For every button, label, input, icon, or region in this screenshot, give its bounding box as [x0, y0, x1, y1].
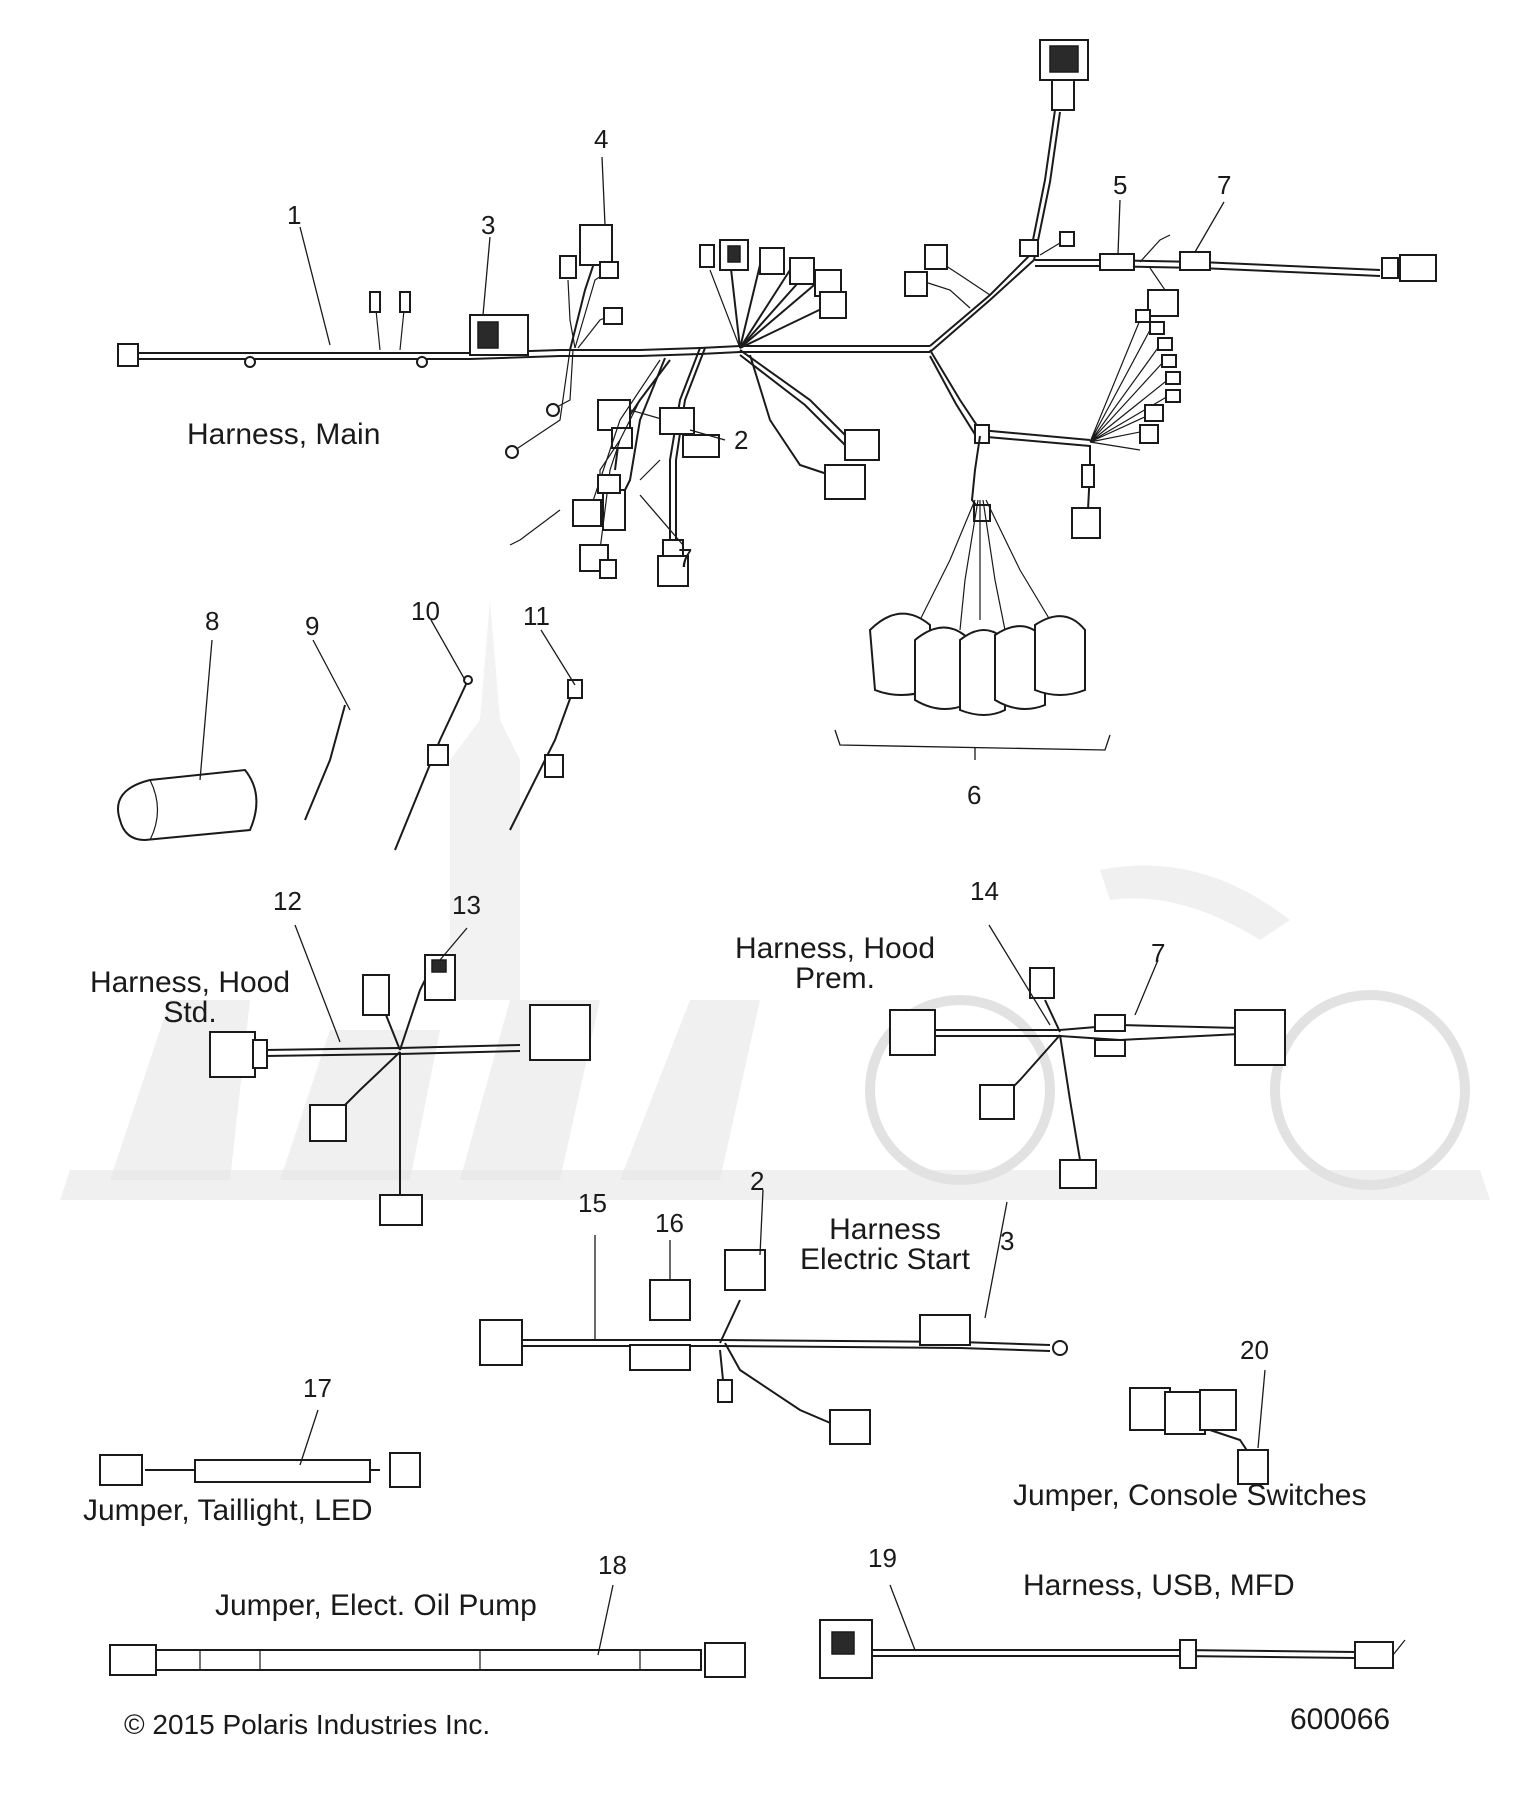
- caption-jumper-console: Jumper, Console Switches: [1013, 1479, 1367, 1512]
- caption-harness-hood-std: Harness, Hood Std.: [89, 966, 291, 1029]
- callout-6: 6: [967, 780, 982, 810]
- callout-18: 18: [598, 1550, 627, 1580]
- callout-7-top: 7: [1217, 170, 1232, 200]
- item-8-sleeve: [117, 768, 258, 842]
- item-11-cable-tie: [509, 679, 583, 831]
- harness-hood-prem: [889, 967, 1286, 1189]
- callout-8: 8: [205, 606, 220, 636]
- callout-7-main: 7: [678, 543, 693, 573]
- caption-harness-main: Harness, Main: [187, 418, 381, 451]
- callout-2-main: 2: [734, 425, 749, 455]
- copyright-text: © 2015 Polaris Industries Inc.: [124, 1709, 491, 1740]
- callout-20: 20: [1240, 1335, 1269, 1365]
- jumper-console: [1129, 1387, 1269, 1485]
- caption-harness-electric-start: Harness Electric Start: [799, 1213, 971, 1276]
- harness-usb: [819, 1619, 1406, 1679]
- callout-3-main: 3: [481, 210, 496, 240]
- harness-hood-std: [209, 954, 591, 1226]
- callout-14: 14: [970, 876, 999, 906]
- callout-3-start: 3: [1000, 1226, 1015, 1256]
- callout-12: 12: [273, 886, 302, 916]
- callout-15: 15: [578, 1188, 607, 1218]
- callout-19: 19: [868, 1543, 897, 1573]
- jumper-taillight: [99, 1452, 421, 1488]
- harness-main: [117, 39, 1437, 751]
- callout-2-start: 2: [750, 1166, 765, 1196]
- item-10-cable-tie: [394, 675, 473, 851]
- callout-10: 10: [411, 596, 440, 626]
- callout-1: 1: [287, 200, 302, 230]
- callout-7-prem: 7: [1151, 938, 1166, 968]
- jumper-oil-pump: [109, 1642, 746, 1678]
- callout-leaders: [199, 156, 1266, 1656]
- callout-17: 17: [303, 1373, 332, 1403]
- callout-5: 5: [1113, 170, 1128, 200]
- diagram-code: 600066: [1290, 1703, 1391, 1736]
- item-9-cable-tie: [304, 704, 346, 821]
- callout-4: 4: [594, 124, 609, 154]
- caption-jumper-oil-pump: Jumper, Elect. Oil Pump: [215, 1589, 537, 1622]
- caption-harness-usb: Harness, USB, MFD: [1023, 1569, 1295, 1602]
- caption-harness-hood-prem: Harness, Hood Prem.: [734, 932, 936, 995]
- callout-11: 11: [523, 601, 550, 631]
- callout-16: 16: [655, 1208, 684, 1238]
- harness-electric-start: [479, 1249, 1068, 1445]
- callout-9: 9: [305, 611, 320, 641]
- caption-jumper-taillight: Jumper, Taillight, LED: [83, 1494, 373, 1527]
- callout-13: 13: [452, 890, 481, 920]
